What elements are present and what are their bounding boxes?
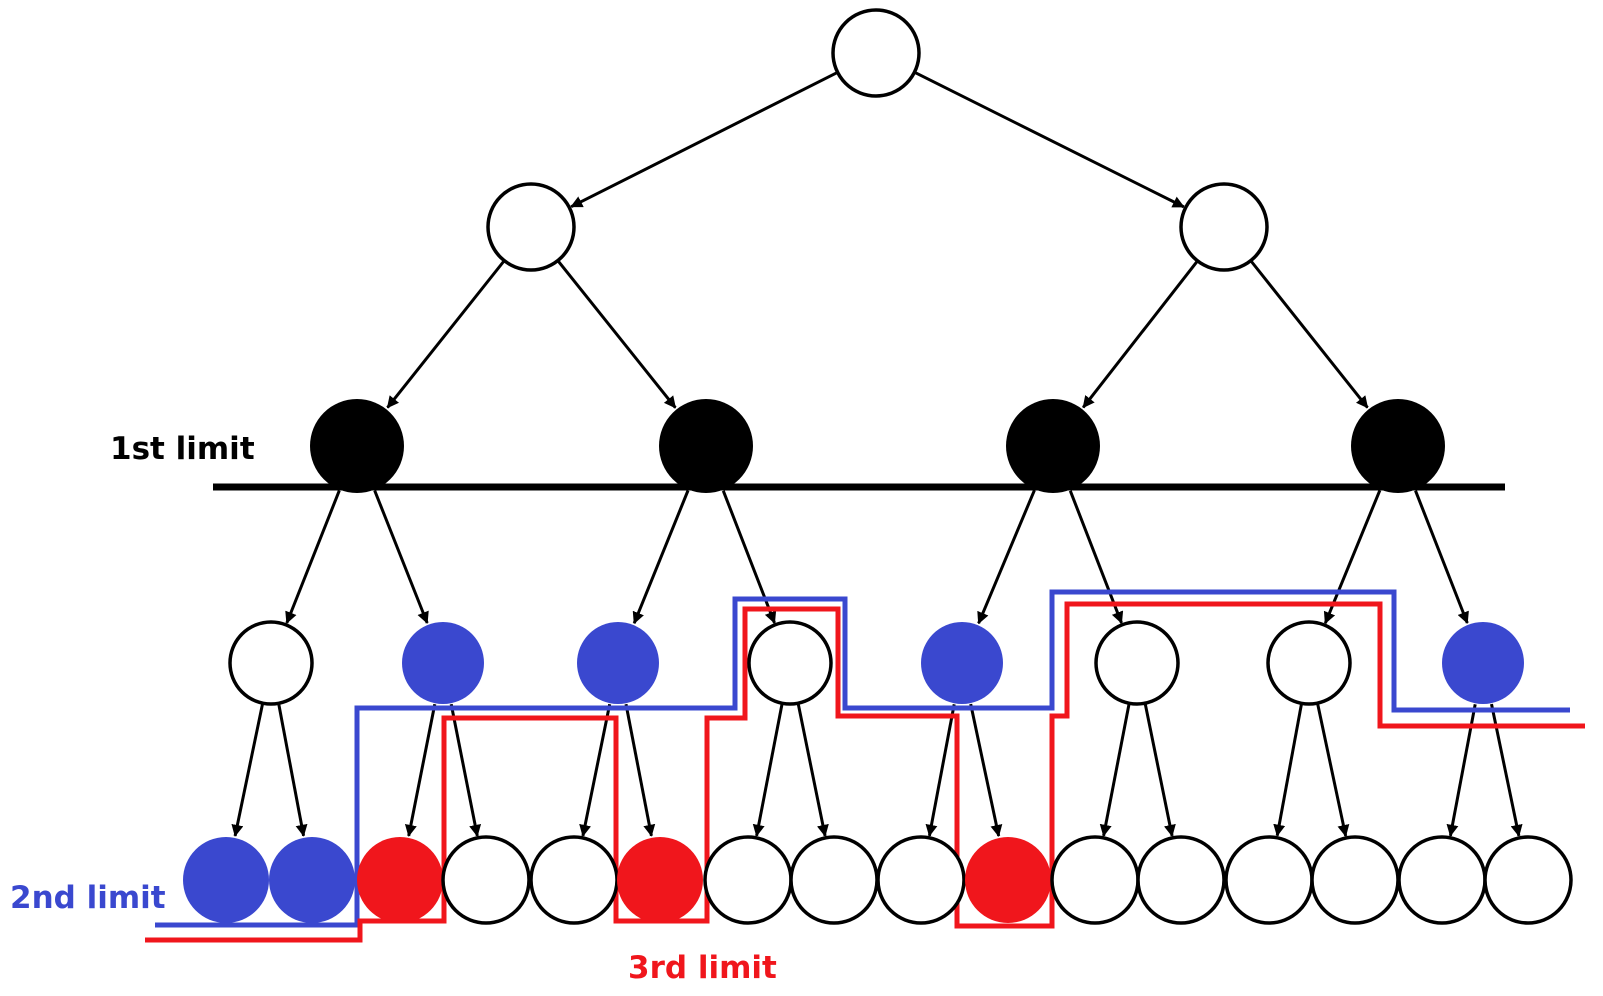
- tree-node-white-l4-n11: [1136, 835, 1226, 925]
- tree-edge-arrow: [752, 703, 784, 837]
- tree-node-red-l4-n5: [617, 837, 703, 923]
- limit-lines: [145, 483, 1585, 943]
- tree-node-white-l3-n6: [1266, 620, 1352, 706]
- tree-edge-arrow: [231, 703, 264, 837]
- tree-node-white-l4-n10: [1050, 835, 1140, 925]
- tree-nodes: [183, 8, 1573, 925]
- tree-node-white-l3-n3: [747, 620, 833, 706]
- tree-edge-arrow: [449, 703, 482, 837]
- tree-node-blue-l3-n4: [921, 622, 1003, 704]
- tree-node-white-l0-n0: [831, 8, 921, 98]
- tree-node-white-l4-n3: [441, 835, 531, 925]
- tree-node-white-l4-n8: [876, 835, 966, 925]
- tree-edges: [231, 71, 1523, 837]
- tree-edge-arrow: [1250, 260, 1369, 409]
- tree-node-blue-l4-n0: [183, 837, 269, 923]
- tree-edge-arrow: [624, 703, 656, 837]
- tree-edge-arrow: [285, 490, 341, 624]
- tree-edge-arrow: [925, 704, 956, 837]
- tree-node-red-l4-n9: [965, 837, 1051, 923]
- tree-edge-arrow: [1273, 704, 1303, 837]
- tree-node-blue-l3-n1: [402, 622, 484, 704]
- tree-node-black-l2-n0: [310, 399, 404, 493]
- tree-node-white-l4-n12: [1224, 835, 1314, 925]
- second-limit-label: 2nd limit: [10, 880, 166, 916]
- tree-edge-arrow: [373, 490, 429, 624]
- tree-node-white-l3-n0: [228, 620, 314, 706]
- tree-edge-arrow: [977, 489, 1036, 625]
- tree-node-black-l2-n3: [1351, 399, 1445, 493]
- tree-node-blue-l3-n7: [1442, 622, 1524, 704]
- tree-node-blue-l4-n1: [269, 837, 355, 923]
- tree-node-white-l4-n13: [1310, 835, 1400, 925]
- tree-node-black-l2-n1: [659, 399, 753, 493]
- tree-node-white-l4-n4: [529, 835, 619, 925]
- tree-node-white-l1-n0: [486, 182, 576, 272]
- tree-edge-arrow: [570, 71, 838, 209]
- tree-edge-arrow: [1099, 703, 1131, 837]
- tree-edge-arrow: [796, 703, 829, 837]
- tree-edge-arrow: [1082, 260, 1199, 409]
- tree-edge-arrow: [632, 489, 690, 625]
- third-limit-label: 3rd limit: [628, 950, 777, 986]
- tree-node-white-l3-n5: [1094, 620, 1180, 706]
- tree-node-white-l1-n1: [1179, 182, 1269, 272]
- tree-node-white-l4-n6: [703, 835, 793, 925]
- tree-edge-arrow: [1414, 490, 1469, 624]
- tree-edge-arrow: [1068, 490, 1124, 624]
- tree-node-red-l4-n2: [357, 837, 443, 923]
- first-limit-label: 1st limit: [110, 431, 255, 467]
- tree-edge-arrow: [1323, 489, 1382, 625]
- tree-node-white-l4-n15: [1483, 835, 1573, 925]
- tree-edge-arrow: [914, 71, 1185, 209]
- second-limit-line: [155, 589, 1570, 928]
- tree-node-white-l4-n14: [1397, 835, 1487, 925]
- third-limit-line: [145, 601, 1585, 943]
- tree-edge-arrow: [1316, 703, 1350, 837]
- tree-node-white-l4-n7: [789, 835, 879, 925]
- tree-node-black-l2-n2: [1006, 399, 1100, 493]
- tree-edge-arrow: [579, 703, 612, 837]
- tree-edge-arrow: [404, 703, 437, 837]
- tree-edge-arrow: [969, 703, 1003, 837]
- tree-node-blue-l3-n2: [577, 622, 659, 704]
- tree-edge-arrow: [557, 260, 677, 409]
- tree-edge-arrow: [721, 490, 777, 624]
- tree-edge-arrow: [277, 704, 308, 837]
- tree-edge-arrow: [386, 260, 505, 409]
- tree-edge-arrow: [1143, 703, 1176, 837]
